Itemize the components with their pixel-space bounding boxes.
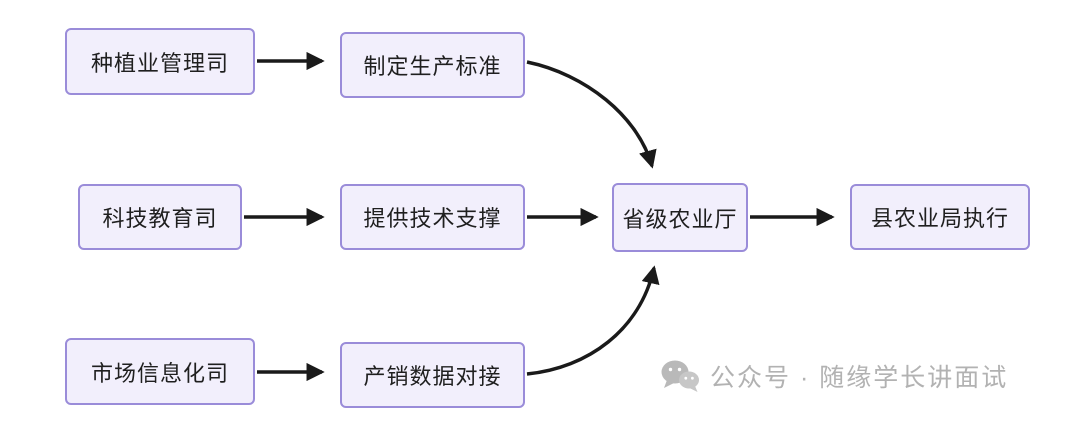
node-label: 县农业局执行 <box>870 206 1009 231</box>
node-label: 科技教育司 <box>102 206 218 231</box>
wechat-icon <box>661 360 699 392</box>
node-production-sales-data-link: 产销数据对接 <box>340 342 525 408</box>
node-label: 种植业管理司 <box>90 50 229 76</box>
node-label: 市场信息化司 <box>90 360 229 386</box>
node-planting-management-dept: 种植业管理司 <box>65 28 255 95</box>
node-market-information-dept: 市场信息化司 <box>65 338 255 405</box>
watermark: 公众号 · 随缘学长讲面试 <box>660 358 1008 394</box>
node-label: 提供技术支撑 <box>363 206 502 231</box>
edge-chanxiao-shengji <box>526 265 660 376</box>
watermark-text: 公众号 · 随缘学长讲面试 <box>710 364 1009 392</box>
node-provide-technical-support: 提供技术支撑 <box>340 184 525 250</box>
node-set-production-standards: 制定生产标准 <box>340 32 525 98</box>
node-provincial-agriculture-dept: 省级农业厅 <box>612 183 748 252</box>
node-county-agriculture-bureau: 县农业局执行 <box>850 184 1030 250</box>
node-science-education-dept: 科技教育司 <box>78 184 242 250</box>
node-label: 产销数据对接 <box>363 364 502 389</box>
node-label: 省级农业厅 <box>622 206 738 232</box>
edge-zhiding-shengji <box>526 60 657 169</box>
node-label: 制定生产标准 <box>363 54 502 79</box>
